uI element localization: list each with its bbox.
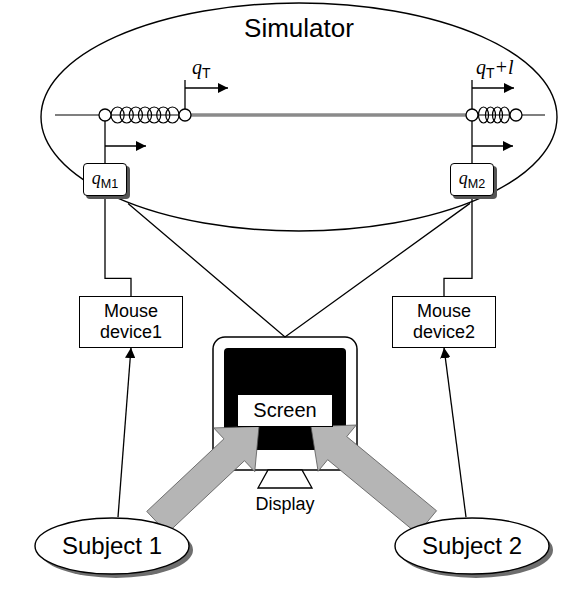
node-label: Simulator [244, 14, 354, 44]
ellipse-border [41, 3, 557, 231]
display-monitor: Display Screen [213, 337, 357, 515]
symbol-letter: q [459, 168, 468, 188]
symbol-suffix: +l [495, 56, 514, 78]
node-label: qM2 [459, 168, 486, 191]
symbol-subscript: M2 [468, 177, 486, 191]
state-box: qM1 [83, 163, 128, 196]
node-label: Mouse device1 [88, 301, 174, 342]
position-marker [471, 80, 472, 109]
rigid-bar [191, 113, 466, 117]
node-label: Mouse device2 [401, 301, 487, 342]
node-label: Subject 1 [62, 532, 162, 560]
subject-ellipse: Subject 1 [34, 517, 190, 575]
node-label: Screen [246, 399, 324, 422]
symbol-subscript: M1 [101, 177, 119, 191]
hand-arrow [311, 425, 437, 534]
ellipse-border [395, 518, 549, 574]
connector-line [105, 196, 131, 296]
symbol-subscript: T [202, 65, 211, 81]
joint-circle [510, 109, 522, 121]
monitor-stand [258, 470, 312, 488]
position-arrow [472, 145, 513, 146]
joint-circle [99, 109, 111, 121]
device-box: Mouse device1 [79, 296, 183, 347]
variable-label: qT [192, 56, 211, 81]
symbol-subscript: T [486, 65, 495, 81]
position-marker [184, 80, 185, 109]
symbol-letter: q [476, 56, 486, 78]
spring-coil [166, 107, 179, 123]
joint-circle [179, 109, 191, 121]
connector-line [118, 348, 131, 517]
node-label: qM1 [92, 168, 119, 191]
symbol-letter: q [92, 168, 101, 188]
symbol-letter: q [192, 56, 202, 78]
ellipse-border [35, 518, 189, 574]
link-line [104, 121, 105, 163]
position-arrow [185, 87, 228, 88]
subject-ellipse: Subject 2 [394, 517, 550, 575]
spring-group [111, 107, 510, 123]
spring-coil [499, 107, 509, 123]
device-box: Mouse device2 [392, 296, 496, 347]
state-box: qM2 [450, 163, 495, 196]
node-label: Subject 2 [422, 532, 522, 560]
hand-arrow [147, 427, 259, 534]
connector-line [444, 348, 466, 517]
simulator-ellipse: SimulatorqM1qM2 [40, 2, 558, 232]
variable-label: qT+l [476, 56, 514, 81]
position-arrow [105, 145, 146, 146]
node-label: Display [255, 494, 314, 515]
joint-circle [466, 109, 478, 121]
position-arrow [472, 87, 514, 88]
connector-line [444, 196, 472, 296]
screen-box: Screen [237, 394, 333, 427]
link-line [471, 121, 472, 163]
